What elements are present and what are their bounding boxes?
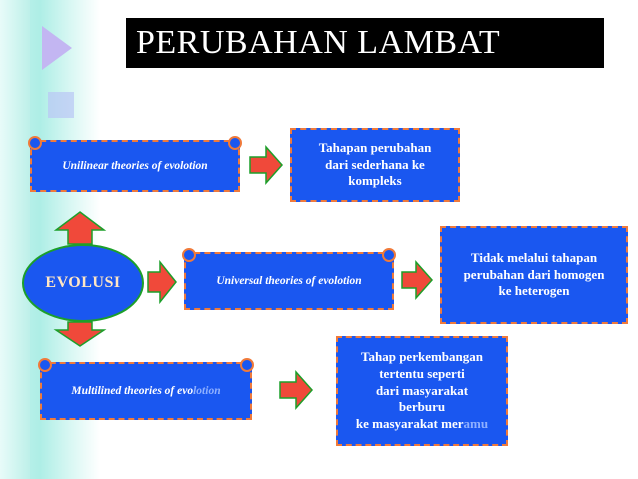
multilined-theory-scroll: Multilined theories of evolotion [38,358,254,420]
universal-theory-label: Universal theories of evolotion [216,275,362,287]
result-bottom-line-2: tertentu seperti [379,365,465,381]
unilinear-theory-scroll: Unilinear theories of evolotion [28,136,242,192]
arrow-right-icon [147,259,177,305]
result-bottom-line-4: berburu [398,399,446,415]
result-box-top: Tahapan perubahan dari sederhana ke komp… [290,128,460,202]
result-box-middle: Tidak melalui tahapan perubahan dari hom… [440,226,628,324]
result-bottom-line-5: ke masyarakat meramu [355,416,489,432]
decorative-band [0,0,30,479]
result-bottom-line-1: Tahap perkembangan [361,348,483,364]
evolusi-oval: EVOLUSI [22,244,144,322]
arrow-up-icon [53,211,107,245]
result-top-line-2: dari sederhana ke [325,156,425,172]
page-title: PERUBAHAN LAMBAT [126,18,604,68]
result-top-line-3: kompleks [348,173,402,189]
universal-theory-scroll: Universal theories of evolotion [182,248,396,310]
result-middle-line-3: ke heterogen [498,283,570,299]
result-bottom-line-3: dari masyarakat [375,382,469,398]
decorative-triangle-icon [42,26,72,70]
result-box-bottom: Tahap perkembangan tertentu seperti dari… [336,336,508,446]
arrow-right-icon [279,370,314,410]
evolusi-label: EVOLUSI [45,274,121,291]
result-top-line-1: Tahapan perubahan [318,139,432,155]
arrow-down-icon [53,321,107,347]
multilined-theory-label: Multilined theories of evolotion [71,385,221,397]
arrow-right-icon [249,145,284,185]
unilinear-theory-label: Unilinear theories of evolotion [62,160,208,172]
result-middle-line-1: Tidak melalui tahapan [470,249,598,265]
result-middle-line-2: perubahan dari homogen [463,266,605,282]
decorative-square-icon [48,92,74,118]
arrow-right-icon [401,260,434,300]
